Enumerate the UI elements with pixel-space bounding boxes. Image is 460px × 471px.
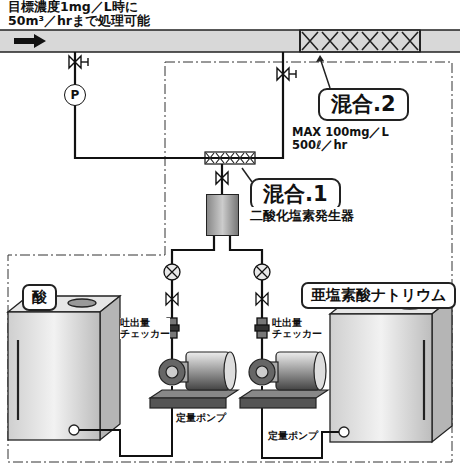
- line-art: [150, 390, 238, 398]
- line-art: [166, 266, 178, 278]
- node-text: 混合.2: [331, 91, 396, 118]
- part-name: 吐出量 チェッカー: [120, 318, 170, 339]
- part-name: 吐出量 チェッカー: [272, 318, 322, 339]
- line-art: [17, 340, 19, 420]
- line-art: [8, 312, 100, 440]
- line-art: [289, 73, 296, 74]
- line-art: [81, 61, 88, 62]
- line-art: [81, 58, 296, 78]
- line-art: [150, 352, 238, 408]
- pump-symbol: P: [64, 84, 86, 106]
- line-art: [330, 298, 452, 442]
- tank-tag: 亜塩素酸ナトリウム: [301, 282, 456, 309]
- line-art: [316, 55, 324, 62]
- line-art: [0, 30, 460, 52]
- line-art: [240, 398, 316, 408]
- line-art: [164, 264, 270, 338]
- line-art: [300, 30, 420, 52]
- line-art: [69, 56, 289, 184]
- line-art: [255, 325, 269, 331]
- line-art: [87, 58, 88, 66]
- line-art: [100, 296, 120, 440]
- line-art: [14, 34, 46, 48]
- line-art: [8, 296, 120, 440]
- line-art: [224, 352, 236, 390]
- line-art: [240, 390, 328, 398]
- line-art: [314, 352, 326, 390]
- line-art: [299, 30, 301, 52]
- capacity-note: 目標濃度1mg／L時に 50m³／hrまで処理可能: [8, 0, 150, 28]
- node-text: P: [71, 88, 80, 102]
- line-art: [69, 425, 79, 435]
- line-art: [256, 266, 268, 278]
- line-art: [277, 68, 289, 80]
- line-art: [164, 264, 180, 280]
- tank-tag: 酸: [22, 284, 57, 311]
- line-art: [256, 293, 268, 305]
- line-art: [159, 359, 185, 385]
- line-art: [166, 293, 178, 305]
- line-art: [419, 30, 421, 52]
- node-text: 二酸化塩素発生器: [248, 207, 356, 225]
- generator-box: 二酸化塩素発生器: [206, 194, 239, 236]
- part-name: 定量ポンプ: [176, 412, 226, 423]
- line-art: [254, 264, 270, 280]
- node-text: 混合.1: [263, 181, 328, 208]
- line-art: [339, 427, 349, 437]
- line-art: [330, 314, 432, 442]
- line-art: [256, 366, 268, 378]
- line-art: [249, 359, 275, 385]
- line-art: [423, 340, 425, 420]
- line-art: [320, 58, 330, 88]
- line-art: [295, 70, 296, 78]
- line-art: [166, 366, 178, 378]
- rate-note: MAX 100mg／L 500ℓ／hr: [292, 126, 389, 152]
- line-art: [432, 298, 452, 442]
- line-art: [150, 398, 226, 408]
- line-art: [240, 352, 328, 408]
- node-text: 酸: [32, 288, 47, 307]
- line-art: [205, 152, 255, 164]
- line-art: [68, 299, 96, 307]
- node-text: 亜塩素酸ナトリウム: [311, 286, 446, 305]
- line-art: [69, 56, 81, 68]
- line-art: [75, 52, 283, 158]
- line-art: [221, 164, 223, 194]
- mixer-callout: 混合.2: [318, 88, 409, 121]
- line-art: [242, 168, 252, 182]
- part-name: 定量ポンプ: [268, 430, 318, 441]
